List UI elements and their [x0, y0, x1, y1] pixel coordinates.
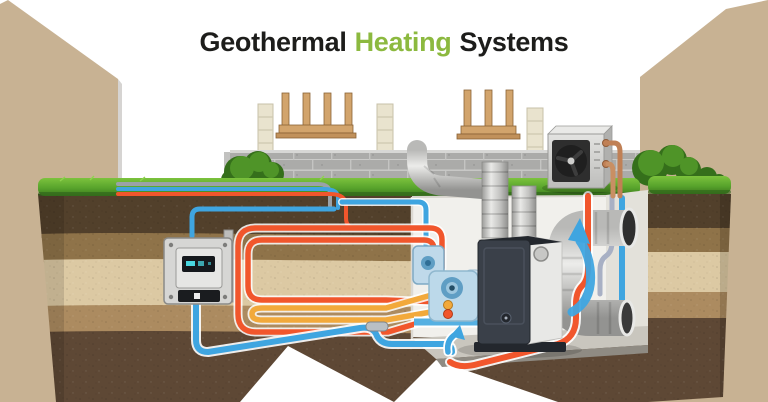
- title-word: Systems: [459, 27, 569, 57]
- supply-air-duct: [407, 140, 537, 239]
- thermostat-control-box: [163, 229, 234, 305]
- airflow-arrow: [443, 325, 465, 357]
- wood-window: [456, 89, 521, 140]
- airflow-arrow: [567, 218, 596, 317]
- loop-manifold: [428, 269, 481, 322]
- outdoor-heat-pump-unit: [542, 125, 623, 199]
- garden-bush: [632, 145, 726, 188]
- title-word-accent: Heating: [354, 27, 452, 57]
- indoor-furnace-unit: [474, 235, 566, 352]
- wood-window: [275, 92, 357, 139]
- soil-cross-section-right: [648, 194, 731, 402]
- title-word: Geothermal: [199, 27, 347, 57]
